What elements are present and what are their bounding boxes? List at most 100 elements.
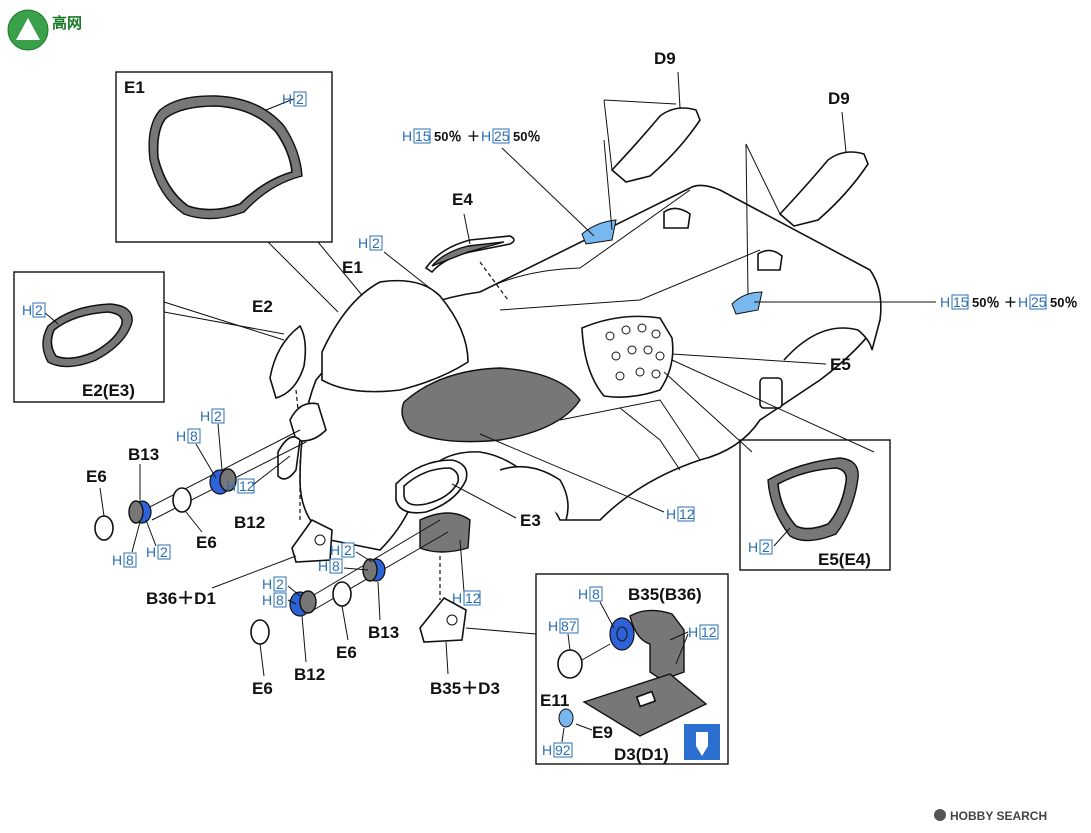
label-e3: E3 bbox=[520, 511, 541, 530]
label-b12-upper: B12 bbox=[234, 513, 265, 532]
label-b13-lower: B13 bbox=[368, 623, 399, 642]
label-b12-lower: B12 bbox=[294, 665, 325, 684]
svg-text:2: 2 bbox=[160, 544, 168, 560]
svg-text:H: H bbox=[282, 91, 292, 107]
paint-code-h2-e1inset: H 2 bbox=[282, 91, 307, 107]
svg-text:50％: 50％ bbox=[434, 129, 461, 144]
label-e6-a: E6 bbox=[86, 467, 107, 486]
part-e1-windshield: E1 H 2 bbox=[321, 235, 469, 393]
svg-text:H: H bbox=[226, 478, 236, 494]
inset-e2-frame bbox=[13, 271, 165, 403]
svg-text:H: H bbox=[318, 558, 328, 574]
svg-text:8: 8 bbox=[276, 592, 284, 608]
paint-code-h2-b12-lower: H 2 bbox=[262, 576, 301, 597]
svg-text:H: H bbox=[402, 128, 412, 144]
bracket-b35 bbox=[629, 609, 685, 681]
paint-area-rear bbox=[731, 291, 763, 315]
label-e11: E11 bbox=[540, 691, 569, 710]
svg-text:87: 87 bbox=[561, 618, 577, 634]
paint-callout-right: H 15 50％ ＋ H 25 50％ bbox=[754, 294, 1077, 310]
label-e4: E4 bbox=[452, 190, 473, 209]
paint-code-h2-b12-upper: H 2 bbox=[200, 408, 225, 471]
svg-text:50％: 50％ bbox=[972, 295, 999, 310]
part-d9-right: D9 bbox=[745, 89, 869, 295]
svg-text:25: 25 bbox=[494, 128, 510, 144]
paint-code-h92-e9: H 92 bbox=[542, 727, 573, 758]
svg-text:＋: ＋ bbox=[467, 129, 480, 144]
cockpit-interior bbox=[401, 367, 581, 443]
svg-text:25: 25 bbox=[1031, 294, 1047, 310]
paint-code-h12-lower: H 12 bbox=[452, 539, 481, 606]
svg-text:H: H bbox=[452, 590, 462, 606]
headlight-recess bbox=[419, 512, 471, 553]
svg-text:8: 8 bbox=[592, 586, 600, 602]
inset-e2: H 2 E2(E3) bbox=[13, 271, 165, 403]
label-e9: E9 bbox=[592, 723, 613, 742]
svg-text:H: H bbox=[940, 294, 950, 310]
label-d9-left: D9 bbox=[654, 49, 676, 68]
paint-code-h12-body: H 12 bbox=[479, 433, 695, 522]
watermark-text: HOBBY SEARCH bbox=[950, 809, 1047, 823]
paint-code-h8-b13-upper: H 8 bbox=[112, 521, 141, 568]
svg-text:2: 2 bbox=[762, 539, 770, 555]
paint-code-h8-b35: H 8 bbox=[578, 586, 615, 629]
inset-b35-frame bbox=[535, 573, 729, 765]
inset-e5: H 2 E5(E4) bbox=[739, 439, 891, 571]
paint-code-h12-upper: H 12 bbox=[226, 455, 291, 494]
label-d9-right: D9 bbox=[828, 89, 850, 108]
label-e1-inset: E1 bbox=[124, 78, 145, 97]
label-e1: E1 bbox=[342, 258, 363, 277]
svg-text:H: H bbox=[548, 618, 558, 634]
paint-code-h2-e1: H 2 bbox=[358, 235, 383, 251]
roof-intake-right bbox=[757, 249, 783, 271]
svg-text:H: H bbox=[748, 539, 758, 555]
inset-e1-frame bbox=[115, 71, 333, 243]
svg-text:50％: 50％ bbox=[1050, 295, 1077, 310]
part-d9-left: D9 bbox=[603, 49, 701, 231]
svg-text:2: 2 bbox=[214, 408, 222, 424]
svg-text:H: H bbox=[176, 428, 186, 444]
svg-text:H: H bbox=[358, 235, 368, 251]
svg-text:12: 12 bbox=[465, 590, 481, 606]
svg-text:H: H bbox=[481, 128, 491, 144]
site-logo-text: 高网 bbox=[52, 14, 82, 32]
svg-text:H: H bbox=[262, 576, 272, 592]
svg-text:8: 8 bbox=[126, 552, 134, 568]
svg-text:H: H bbox=[542, 742, 552, 758]
label-d3d1: D3(D1) bbox=[614, 745, 669, 764]
label-b13-upper: B13 bbox=[128, 445, 159, 464]
svg-text:2: 2 bbox=[276, 576, 284, 592]
label-e2: E2 bbox=[252, 297, 273, 316]
watermark: HOBBY SEARCH bbox=[934, 809, 1047, 823]
label-e5: E5 bbox=[830, 355, 851, 374]
part-b35-d3: B35＋D3 bbox=[419, 596, 537, 698]
cement-icon bbox=[684, 724, 720, 760]
svg-text:2: 2 bbox=[35, 302, 43, 318]
paint-code-h12-b35: H 12 bbox=[669, 624, 719, 665]
svg-text:H: H bbox=[330, 542, 340, 558]
paint-code-h2-e5inset: H 2 bbox=[748, 539, 773, 555]
paint-code-h8-b12-upper: H 8 bbox=[176, 428, 217, 479]
paint-code-h2-e2inset: H 2 bbox=[22, 302, 46, 318]
svg-text:H: H bbox=[262, 592, 272, 608]
part-e4: E4 bbox=[424, 190, 515, 301]
upper-left-headlight: B12 B13 E6 E6 H 2 H 8 H 12 bbox=[86, 402, 327, 568]
svg-text:H: H bbox=[112, 552, 122, 568]
svg-text:2: 2 bbox=[296, 91, 304, 107]
label-b35b36: B35(B36) bbox=[628, 585, 702, 604]
inset-e1: E1 H 2 bbox=[115, 71, 333, 243]
label-e2e3: E2(E3) bbox=[82, 381, 135, 400]
svg-text:2: 2 bbox=[372, 235, 380, 251]
front-wheel-arch bbox=[499, 465, 569, 521]
svg-text:H: H bbox=[1018, 294, 1028, 310]
svg-text:2: 2 bbox=[344, 542, 352, 558]
label-b35d3: B35＋D3 bbox=[430, 679, 500, 698]
rear-wheel-arch bbox=[783, 319, 881, 361]
part-e2-lens: E2 bbox=[252, 297, 307, 431]
label-b36d1: B36＋D1 bbox=[146, 589, 216, 608]
site-logo: 高网 bbox=[7, 9, 82, 51]
svg-text:H: H bbox=[200, 408, 210, 424]
svg-text:12: 12 bbox=[701, 624, 717, 640]
svg-text:15: 15 bbox=[415, 128, 431, 144]
